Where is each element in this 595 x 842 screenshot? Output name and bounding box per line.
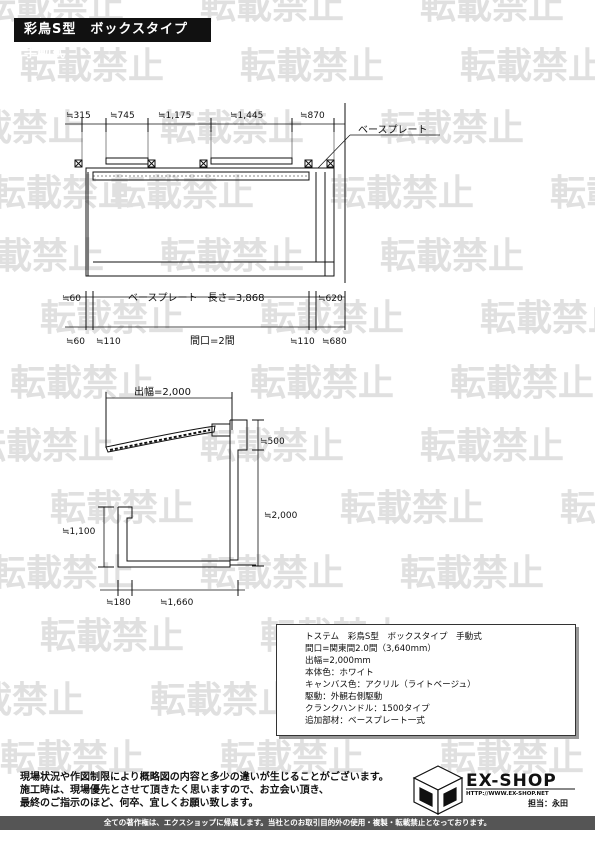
- staff-label: 担当：永田: [528, 799, 568, 808]
- spec-box: トステム 彩鳥S型 ボックスタイプ 手動式 間口=関東間2.0間（3,640mm…: [276, 624, 576, 736]
- watermark-text: 転載禁止: [0, 553, 134, 594]
- dim-180: ≒180: [106, 598, 131, 608]
- watermark-text: 転載禁止: [400, 553, 544, 594]
- notice-line: 現場状況や作図制限により概略図の内容と多少の違いが生じることがございます。: [20, 772, 389, 783]
- brand-name: EX-SHOP: [466, 771, 557, 791]
- copyright-footer: 全ての著作権は、エクスショップに帰属します。当社とのお取引目的外の使用・複製・転…: [0, 816, 595, 830]
- watermark-text: 転載禁止: [440, 738, 584, 779]
- notice-line: 最終のご指示のほど、何卒、宜しくお願い致します。: [20, 798, 259, 809]
- dim-left-60: ≒60: [62, 294, 81, 304]
- side-dimensions: 出幅=2,000 ≒500 ≒2,000 ≒1,100 ≒180 ≒1,660: [62, 385, 298, 608]
- rail: [105, 157, 149, 165]
- dim-1175: ≒1,175: [158, 111, 191, 121]
- canvas-arm: [105, 425, 216, 453]
- watermark-text: 転載禁止: [420, 0, 564, 27]
- watermark-text: 転載禁止: [380, 236, 524, 277]
- spec-line-drive: 駆動：外観右側駆動: [305, 692, 383, 702]
- watermark-text: 転載禁止: [150, 680, 294, 721]
- watermark-text: 転載禁止: [160, 236, 304, 277]
- dim-1100: ≒1,100: [62, 527, 96, 537]
- watermark-text: 転載禁止: [220, 738, 364, 779]
- floor-deck: [117, 506, 231, 568]
- dim-right-620: ≒620: [318, 294, 343, 304]
- brand-url: HTTP://WWW.EX-SHOP.NET: [466, 791, 549, 797]
- spec-line-crank: クランクハンドル：1500タイプ: [305, 704, 430, 714]
- dim-1445: ≒1,445: [230, 111, 263, 121]
- watermark-text: 転載禁止: [0, 426, 114, 467]
- spec-line-extra: 追加部材：ベースプレート一式: [305, 716, 425, 726]
- watermark-text: 転載禁止: [260, 298, 404, 339]
- spec-line-frontage: 間口=関東間2.0間（3,640mm）: [305, 644, 436, 654]
- side-view: [98, 392, 264, 596]
- watermark-text: 転載禁止: [10, 363, 154, 404]
- watermark-text: 転載禁止: [110, 173, 254, 214]
- watermark-text: 転載禁止: [160, 108, 304, 149]
- house-wall: [229, 419, 248, 561]
- dim-500: ≒500: [260, 437, 285, 447]
- dim-1660: ≒1,660: [160, 598, 194, 608]
- rail: [210, 157, 293, 165]
- notice-line: 施工時は、現場優先とさせて頂きたく思いますので、お立会い頂き、: [20, 785, 329, 796]
- watermark-text: 転載禁止: [420, 426, 564, 467]
- dim-bottom-60: ≒60: [66, 337, 85, 347]
- dim-315: ≒315: [66, 111, 91, 121]
- frontage-label: 間口=2間: [190, 335, 235, 347]
- watermark-text: 転載禁止: [20, 46, 164, 87]
- watermark-text: 転載禁止: [200, 553, 344, 594]
- watermark-text: 転載禁止: [200, 0, 344, 27]
- watermark-text: 転載禁止: [250, 363, 394, 404]
- watermark-text: 転載禁止: [0, 738, 144, 779]
- watermark-text: 転載禁止: [50, 488, 194, 529]
- dim-745: ≒745: [110, 111, 135, 121]
- dim-bottom-110-left: ≒110: [96, 337, 121, 347]
- watermark-text: 転載禁止: [0, 680, 84, 721]
- watermark-text: 転載禁止: [560, 488, 595, 529]
- watermark-text: 転載禁止: [380, 108, 524, 149]
- watermark-text: 転載禁止: [330, 173, 474, 214]
- watermark-text: 転載禁止: [0, 108, 84, 149]
- ex-shop-logo-icon: [412, 765, 464, 815]
- spec-line-projection: 出幅=2,000mm: [305, 656, 371, 666]
- spec-line-body-color: 本体色：ホワイト: [305, 668, 374, 678]
- watermark-text: 転載禁止: [40, 298, 184, 339]
- dim-2000: ≒2,000: [264, 511, 298, 521]
- watermark-text: 転載禁止: [550, 173, 595, 214]
- watermark-layer: 転載禁止 転載禁止 転載禁止 転載禁止 転載禁止 転載禁止 転載禁止 転載禁止 …: [0, 0, 595, 779]
- dim-870: ≒870: [300, 111, 325, 121]
- watermark-text: 転載禁止: [480, 298, 595, 339]
- dim-bottom-110-right: ≒110: [290, 337, 315, 347]
- notice-text: 現場状況や作図制限により概略図の内容と多少の違いが生じることがございます。 施工…: [20, 771, 400, 810]
- page-title: 彩鳥S型 ボックスタイプ 手動式: [14, 18, 211, 61]
- watermark-text: 転載禁止: [240, 46, 384, 87]
- dim-bottom-680: ≒680: [322, 337, 347, 347]
- watermark-text: 転載禁止: [340, 488, 484, 529]
- watermark-text: 転載禁止: [200, 426, 344, 467]
- spec-line-canvas-color: キャンバス色：アクリル（ライトベージュ）: [305, 680, 476, 690]
- spec-line-product: トステム 彩鳥S型 ボックスタイプ 手動式: [305, 632, 482, 642]
- callout-leader: [317, 134, 351, 169]
- projection-label: 出幅=2,000: [134, 385, 191, 398]
- base-plate-length: ベースプレート 長さ=3,868: [128, 292, 265, 304]
- watermark-text: 転載禁止: [40, 616, 184, 657]
- base-plate-callout: ベースプレート: [358, 124, 428, 136]
- plan-dimensions: ≒315 ≒745 ≒1,175 ≒1,445 ≒870 ベースプレート ≒60…: [62, 111, 428, 347]
- watermark-text: 転載禁止: [460, 46, 595, 87]
- watermark-text: 転載禁止: [0, 236, 104, 277]
- awning-outline: [85, 167, 335, 277]
- watermark-text: 転載禁止: [450, 363, 594, 404]
- plan-view: [65, 103, 440, 330]
